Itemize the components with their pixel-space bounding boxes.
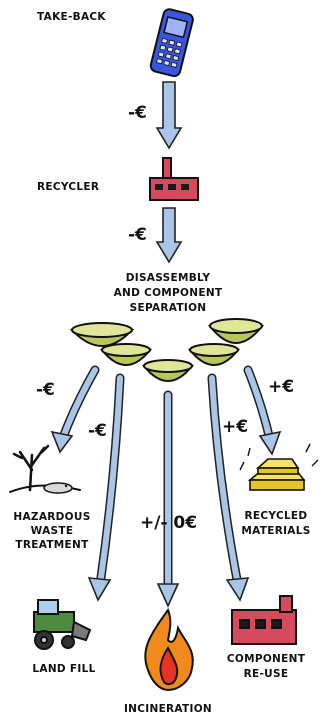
landfill-label: LAND FILL bbox=[32, 663, 95, 675]
gold-bars-icon bbox=[240, 444, 318, 490]
arrow-takeback-to-recycler bbox=[157, 82, 181, 148]
component-factory-icon bbox=[232, 596, 296, 644]
svg-text:AND COMPONENT: AND COMPONENT bbox=[114, 287, 223, 299]
bowl bbox=[190, 344, 238, 365]
svg-text:RECYCLED: RECYCLED bbox=[245, 510, 308, 522]
arrow-to-component-reuse bbox=[212, 378, 248, 600]
svg-text:DISASSEMBLY: DISASSEMBLY bbox=[126, 272, 211, 284]
bowl bbox=[102, 344, 150, 365]
recycled-materials-label: RECYCLED MATERIALS bbox=[241, 510, 310, 537]
cost-to-incineration: +/- 0€ bbox=[140, 513, 197, 533]
svg-text:MATERIALS: MATERIALS bbox=[241, 525, 310, 537]
arrow-to-incineration bbox=[158, 395, 178, 606]
svg-text:RE-USE: RE-USE bbox=[244, 668, 289, 680]
cost-to-recycled-materials: +€ bbox=[268, 377, 294, 397]
dead-tree-icon bbox=[10, 446, 80, 493]
disassembly-label: DISASSEMBLY AND COMPONENT SEPARATION bbox=[114, 272, 223, 314]
svg-text:COMPONENT: COMPONENT bbox=[227, 653, 306, 665]
take-back-label: TAKE-BACK bbox=[37, 11, 106, 23]
arrow-recycler-to-separation bbox=[157, 208, 181, 262]
flame-icon bbox=[145, 610, 193, 690]
mobile-phone-icon bbox=[150, 8, 195, 77]
recycler-label: RECYCLER bbox=[37, 181, 99, 193]
svg-text:WASTE: WASTE bbox=[31, 525, 74, 537]
svg-text:SEPARATION: SEPARATION bbox=[130, 302, 207, 314]
bowl bbox=[210, 319, 262, 343]
arrow-to-landfill bbox=[89, 378, 120, 600]
cost-to-component-reuse: +€ bbox=[222, 417, 248, 437]
cost-takeback-to-recycler: -€ bbox=[128, 103, 147, 123]
bowl bbox=[144, 360, 192, 381]
separation-bowls bbox=[72, 319, 262, 381]
component-reuse-label: COMPONENT RE-USE bbox=[227, 653, 306, 680]
output-arrows bbox=[52, 370, 280, 606]
incineration-label: INCINERATION bbox=[124, 703, 212, 715]
svg-text:HAZARDOUS: HAZARDOUS bbox=[13, 511, 90, 523]
factory-icon bbox=[150, 158, 198, 200]
hazardous-label: HAZARDOUS WASTE TREATMENT bbox=[13, 511, 90, 551]
tractor-icon bbox=[34, 600, 90, 649]
cost-to-landfill: -€ bbox=[88, 421, 107, 441]
cost-recycler-to-separation: -€ bbox=[128, 225, 147, 245]
bowl bbox=[72, 323, 132, 346]
svg-text:TREATMENT: TREATMENT bbox=[15, 539, 89, 551]
cost-to-hazardous: -€ bbox=[36, 380, 55, 400]
